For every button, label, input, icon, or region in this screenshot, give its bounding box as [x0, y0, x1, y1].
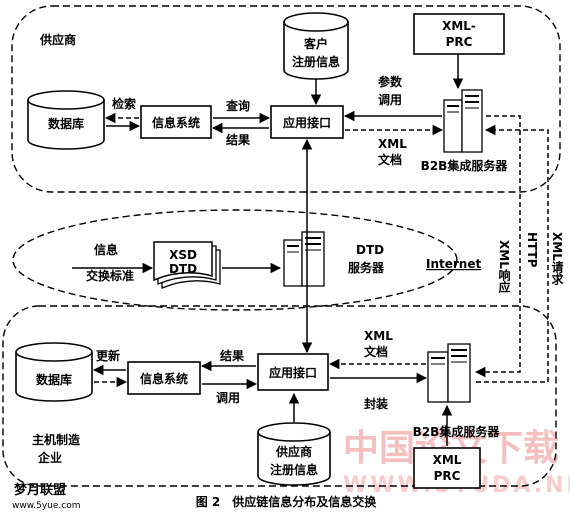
supp-reg-label-2: 注册信息 — [270, 462, 318, 477]
cust-reg-label-1: 客户 — [303, 36, 328, 51]
info-system-box-top — [140, 105, 212, 139]
label-xml-request: XML请求 — [550, 232, 564, 285]
xml-prc-box-top — [413, 13, 505, 55]
supplier-label: 供应商 — [39, 32, 76, 47]
label-param-2: 调用 — [378, 93, 402, 107]
supplier-region — [11, 5, 561, 193]
customer-registration-cylinder: 客户 注册信息 — [283, 12, 349, 80]
api-top-label: 应用接口 — [283, 115, 331, 130]
label-xml-doc-bot-1: XML — [364, 329, 393, 343]
label-param-1: 参数 — [378, 74, 403, 89]
label-xml-doc-top-1: XML — [378, 137, 407, 151]
supp-reg-label-1: 供应商 — [275, 444, 312, 459]
dtd-label: DTD — [169, 262, 197, 276]
xsd-dtd-documents: XSD DTD — [153, 241, 221, 289]
logo-cn: 梦月联盟 — [14, 482, 66, 498]
xsd-label: XSD — [169, 248, 197, 262]
label-query: 查询 — [225, 98, 250, 113]
xml-prc-top-label-2: PRC — [446, 35, 473, 49]
label-xml-response: XML响应 — [497, 240, 511, 293]
logo-en: www.5yue.com — [12, 501, 81, 511]
label-info: 信息 — [94, 242, 118, 257]
label-call: 调用 — [216, 391, 240, 405]
internet-label: Internet — [426, 257, 481, 271]
manufacturer-label-2: 企业 — [37, 450, 62, 465]
dtd-server-icon — [283, 231, 325, 287]
api-box-bottom — [257, 353, 329, 391]
b2b-top-label: B2B集成服务器 — [421, 158, 509, 173]
database-bottom: 数据库 — [15, 342, 93, 402]
label-package: 封装 — [364, 396, 388, 411]
internet-region — [12, 209, 458, 311]
b2b-bottom-label: B2B集成服务器 — [413, 424, 501, 439]
dtd-server-label-2: 服务器 — [348, 260, 385, 275]
supplier-registration-cylinder: 供应商 注册信息 — [257, 422, 331, 486]
cust-reg-label-2: 注册信息 — [292, 54, 340, 69]
figure-caption: 图 2 供应链信息分布及信息交换 — [196, 494, 378, 509]
info-system-box-bottom — [127, 361, 201, 395]
xml-prc-bot-label-2: PRC — [434, 469, 461, 483]
label-xml-doc-bot-2: 文档 — [364, 344, 388, 359]
info-sys-bottom-label: 信息系统 — [140, 371, 188, 386]
database-top: 数据库 — [27, 90, 105, 150]
api-bottom-label: 应用接口 — [269, 365, 317, 380]
label-result-bottom: 结果 — [220, 348, 244, 363]
manufacturer-region — [2, 305, 557, 487]
label-exchange-std: 交换标准 — [86, 268, 134, 283]
b2b-server-bottom-icon — [427, 343, 471, 403]
label-xml-doc-top-2: 文档 — [378, 152, 402, 167]
b2b-server-top-icon — [443, 89, 483, 153]
db-bottom-label: 数据库 — [36, 372, 72, 387]
xml-prc-top-label-1: XML- — [442, 19, 476, 33]
xml-prc-box-bottom — [413, 447, 481, 489]
label-result-top: 结果 — [226, 132, 250, 147]
info-sys-top-label: 信息系统 — [152, 115, 200, 130]
manufacturer-label: 主机制造 — [32, 432, 81, 447]
db-top-label: 数据库 — [48, 116, 84, 131]
label-update: 更新 — [96, 348, 120, 363]
xml-prc-bot-label-1: XML — [433, 453, 462, 467]
label-http: HTTP — [525, 232, 539, 268]
label-search: 检索 — [112, 96, 136, 111]
dtd-server-label-1: DTD — [356, 243, 384, 257]
api-box-top — [270, 105, 344, 139]
